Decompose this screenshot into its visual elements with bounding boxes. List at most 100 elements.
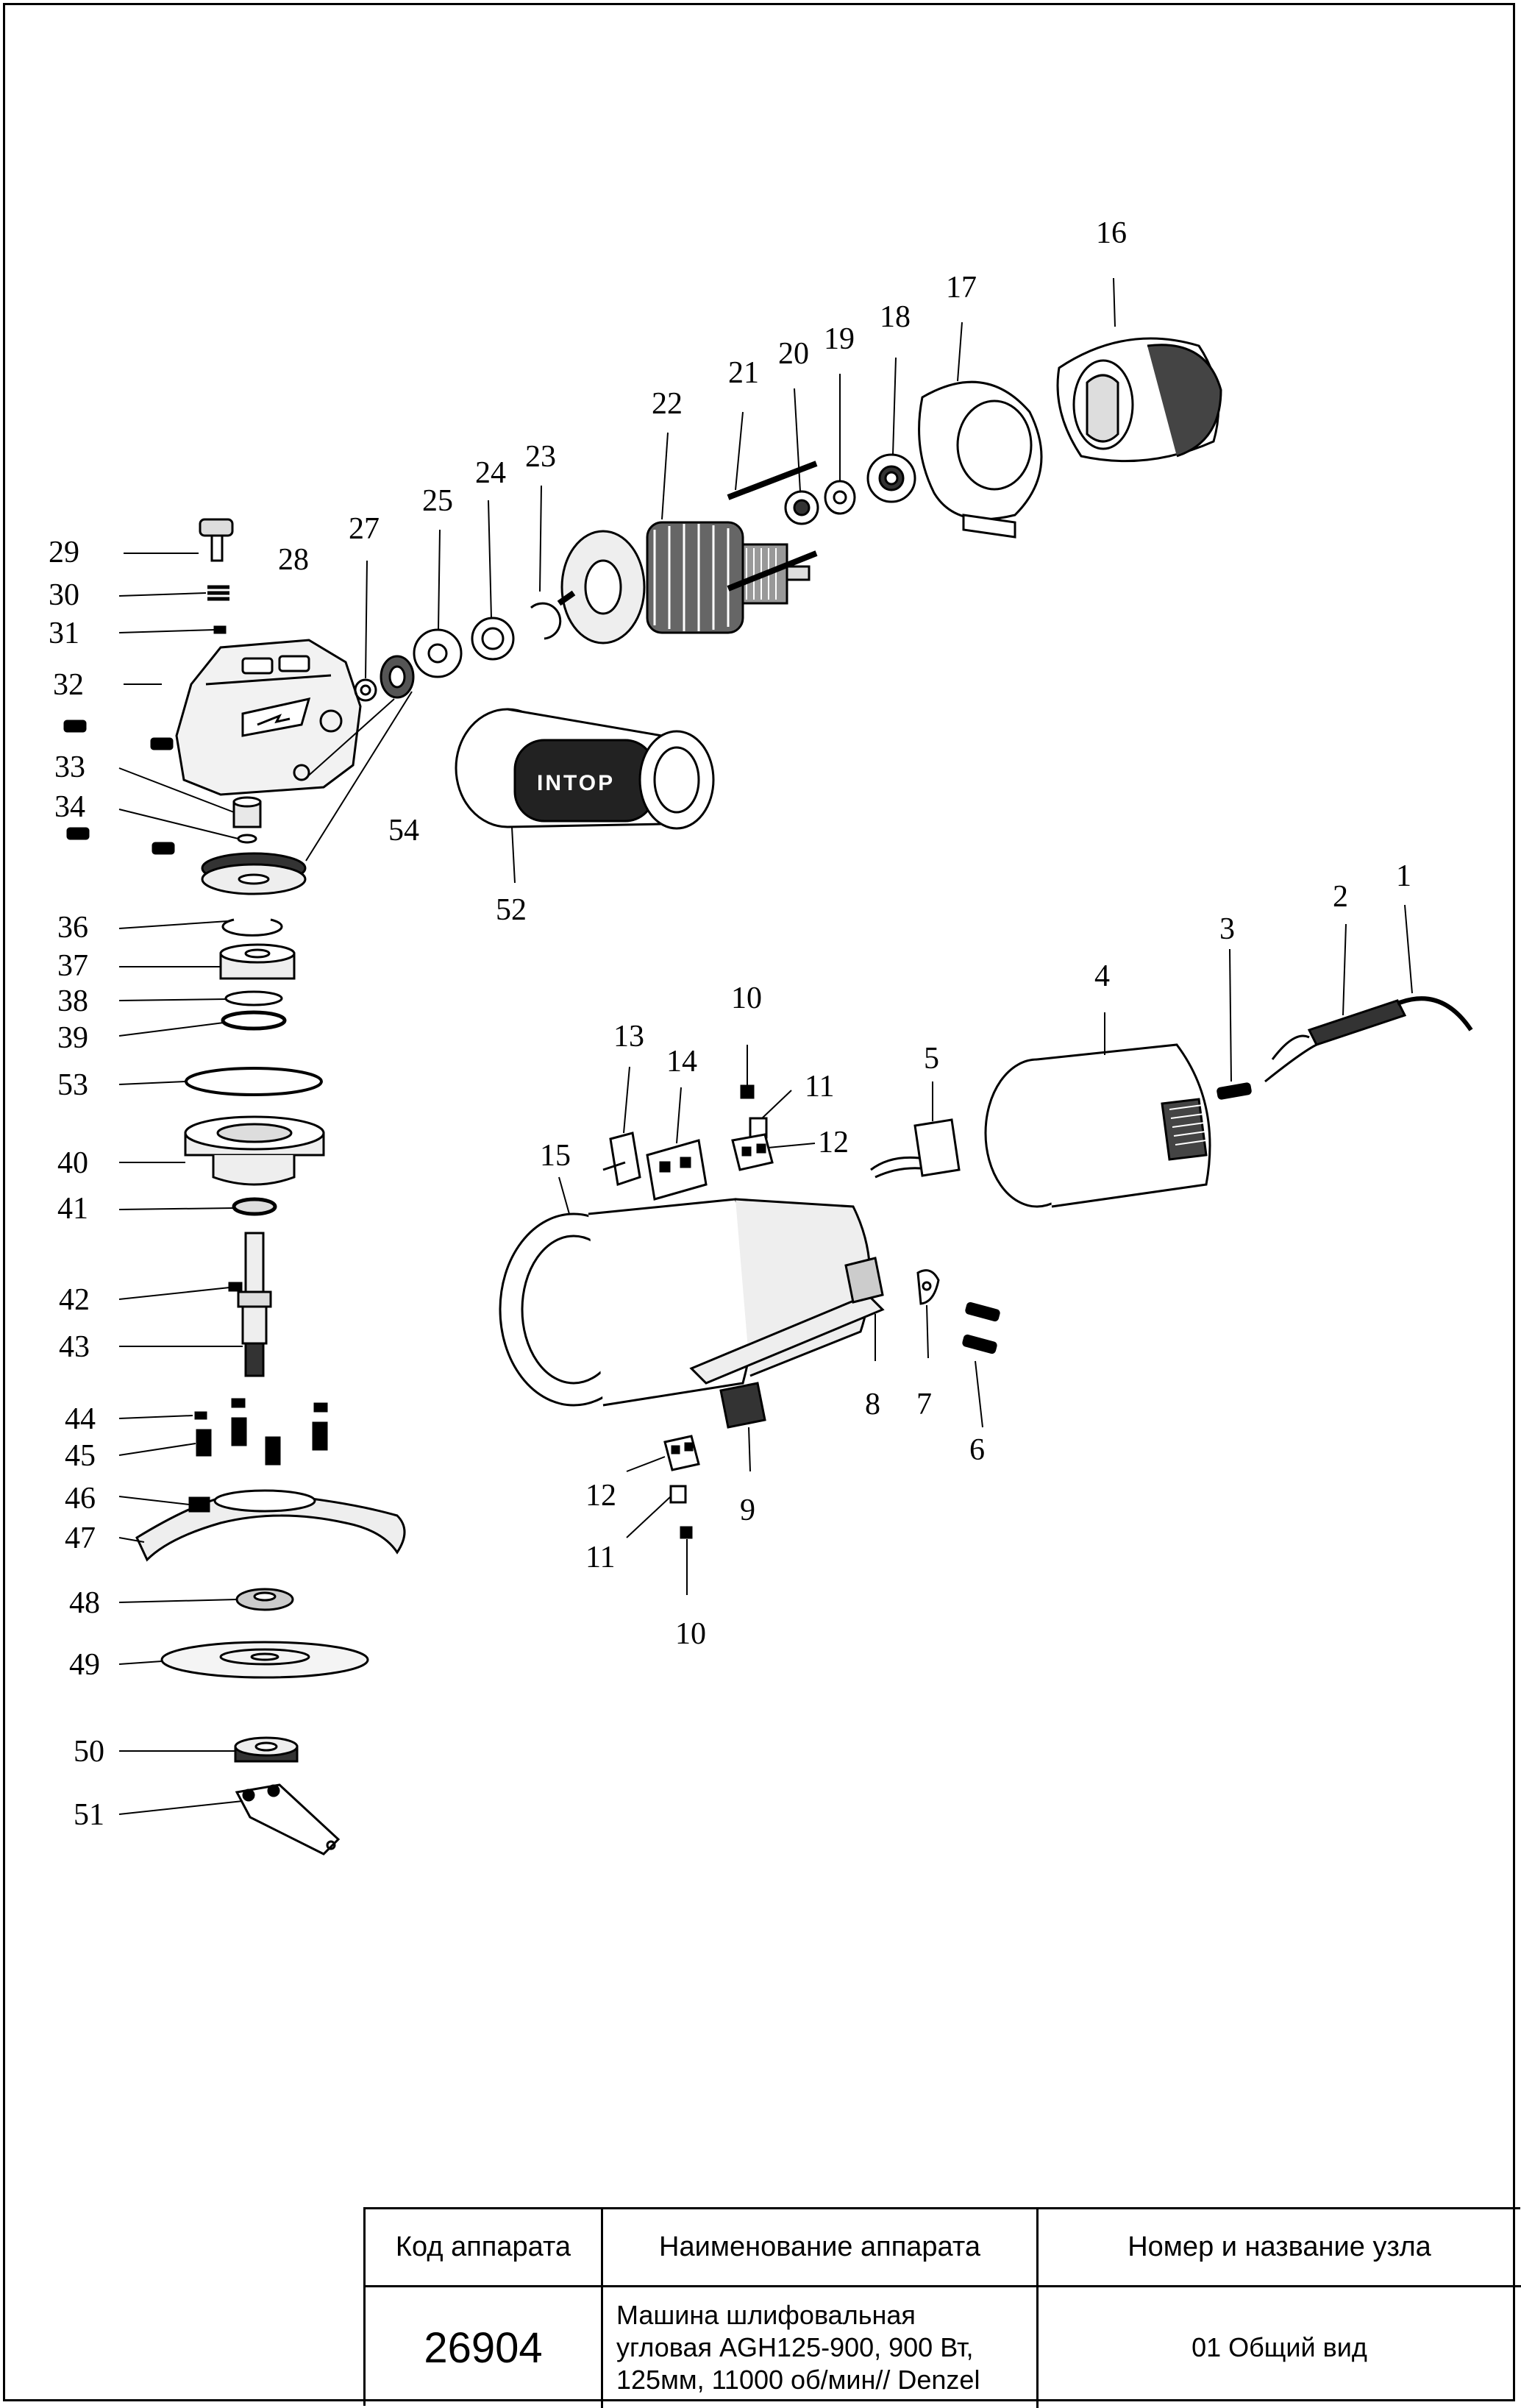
part-43-spindle [237,1232,272,1377]
title-block-col-divider-1 [601,2209,603,2408]
label-22: 22 [652,387,683,421]
part-40-bearing-flange [184,1115,325,1186]
part-12-brush-holder-lower [663,1435,700,1471]
label-43: 43 [59,1330,90,1364]
label-29: 29 [49,536,79,569]
label-50: 50 [74,1735,104,1769]
part-10-screw-lower [680,1526,693,1539]
part-14-switch [646,1139,708,1201]
label-33: 33 [54,750,85,784]
part-51-spanner [235,1783,341,1855]
label-46: 46 [65,1482,96,1516]
part-54-pinion [380,655,415,699]
part-10-screw-upper [740,1084,755,1099]
header-device-name: Наименование аппарата [659,2231,980,2262]
part-5-capacitor [870,1118,961,1179]
label-17: 17 [946,271,977,305]
label-49: 49 [69,1648,100,1682]
part-22-armature [557,521,811,644]
part-15-motor-housing [499,1198,872,1407]
label-34: 34 [54,790,85,824]
label-6: 6 [969,1433,985,1467]
label-47: 47 [65,1521,96,1555]
label-10-upper: 10 [731,981,762,1015]
label-52: 52 [496,893,527,927]
part-numbers: 29 30 31 32 33 34 36 37 38 39 53 40 41 4… [49,216,1411,1832]
label-53: 53 [57,1068,88,1102]
part-25-bearing [413,628,463,678]
label-31: 31 [49,617,79,650]
label-39: 39 [57,1021,88,1055]
label-10-lower: 10 [675,1617,706,1651]
part-36-circlip [221,918,283,937]
part-9-switch-button [719,1382,766,1429]
bevel-gear [201,852,307,895]
label-51: 51 [74,1798,104,1832]
label-27: 27 [349,512,380,546]
part-33-bushing [232,796,262,828]
housing-screws [63,720,175,855]
leader-lines [118,277,1413,1815]
part-52-side-handle: INTOP [455,708,715,830]
part-53-o-ring [185,1067,323,1096]
label-28: 28 [278,543,309,577]
part-30-spring [207,585,229,601]
part-41-washer [232,1197,277,1216]
label-25: 25 [422,484,453,518]
part-44-washer [194,1411,207,1420]
label-4: 4 [1094,959,1110,993]
label-12-lower: 12 [585,1479,616,1513]
label-30: 30 [49,578,79,612]
part-16-stator [1056,337,1222,463]
label-1: 1 [1396,859,1411,893]
label-15: 15 [540,1139,571,1173]
part-34-washer [237,834,257,844]
part-7-cord-clamp [916,1269,940,1305]
part-2-cord-sleeve [1264,999,1407,1083]
label-32: 32 [53,668,84,702]
label-36: 36 [57,911,88,945]
title-block: Код аппарата Наименование аппарата Номер… [363,2207,1521,2408]
label-38: 38 [57,984,88,1018]
label-8: 8 [865,1388,880,1421]
part-24-washer [471,617,515,661]
part-27-needle-bearing [354,678,377,702]
part-12-brush-holder-upper [731,1133,774,1171]
label-11-upper: 11 [805,1070,834,1104]
label-54: 54 [388,814,419,848]
title-block-col-divider-2 [1036,2209,1039,2408]
part-17-baffle [918,380,1043,539]
part-48-inner-flange [235,1588,294,1611]
label-45: 45 [65,1439,96,1473]
label-48: 48 [69,1586,100,1620]
handle-logo-text: INTOP [537,771,615,795]
device-name-value: Машина шлифовальная угловая AGH125-900, … [616,2300,980,2395]
part-37-bearing [219,943,296,980]
label-9: 9 [740,1494,755,1527]
part-13-brush-clip [602,1132,641,1186]
part-47-wheel-guard [135,1489,406,1562]
label-40: 40 [57,1146,88,1180]
label-5: 5 [924,1042,939,1076]
drawing-frame [3,3,1515,2401]
part-21-screws [727,461,818,592]
part-42-key [228,1282,243,1292]
label-11-lower: 11 [585,1541,615,1574]
label-41: 41 [57,1192,88,1226]
label-13: 13 [613,1020,644,1054]
label-23: 23 [525,440,556,474]
part-28-gear-housing [175,639,362,796]
node-name-value: 01 Общий вид [1191,2332,1367,2362]
part-49-grinding-disc [160,1641,369,1679]
label-42: 42 [59,1283,90,1317]
device-code-value: 26904 [424,2323,543,2372]
part-18-bearing [866,453,916,503]
label-7: 7 [916,1388,932,1421]
label-12-upper: 12 [818,1126,849,1159]
label-16: 16 [1096,216,1127,250]
part-11-brush-lower [669,1485,687,1504]
part-3-screw [1217,1082,1252,1100]
part-1-power-cord [1396,996,1473,1031]
part-38-washer [224,990,283,1006]
